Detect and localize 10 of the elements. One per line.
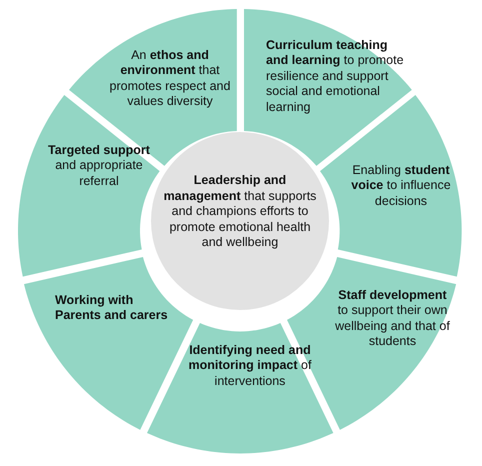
segment-text: Staff development to support their own wellbeing and that of students — [334, 288, 450, 350]
segment-text: Leadership and management that supports and champions efforts to promote emotional health and wellbeing — [162, 173, 318, 250]
ring-segment — [146, 322, 334, 453]
segment-text: Working with Parents and carers — [54, 292, 169, 324]
segment-text: Enabling student voice to influence decisions — [350, 162, 452, 210]
segment-text: Curriculum teaching and learning to promote resilience and support social and emotional learning — [266, 38, 405, 116]
segment-text: Targeted support and appropriate referral — [47, 142, 151, 190]
segment-text: An ethos and environment that promotes respect and values diversity — [108, 48, 232, 110]
ring-segment — [320, 95, 462, 277]
segment-text: Identifying need and monitoring impact of interventions — [188, 342, 312, 390]
